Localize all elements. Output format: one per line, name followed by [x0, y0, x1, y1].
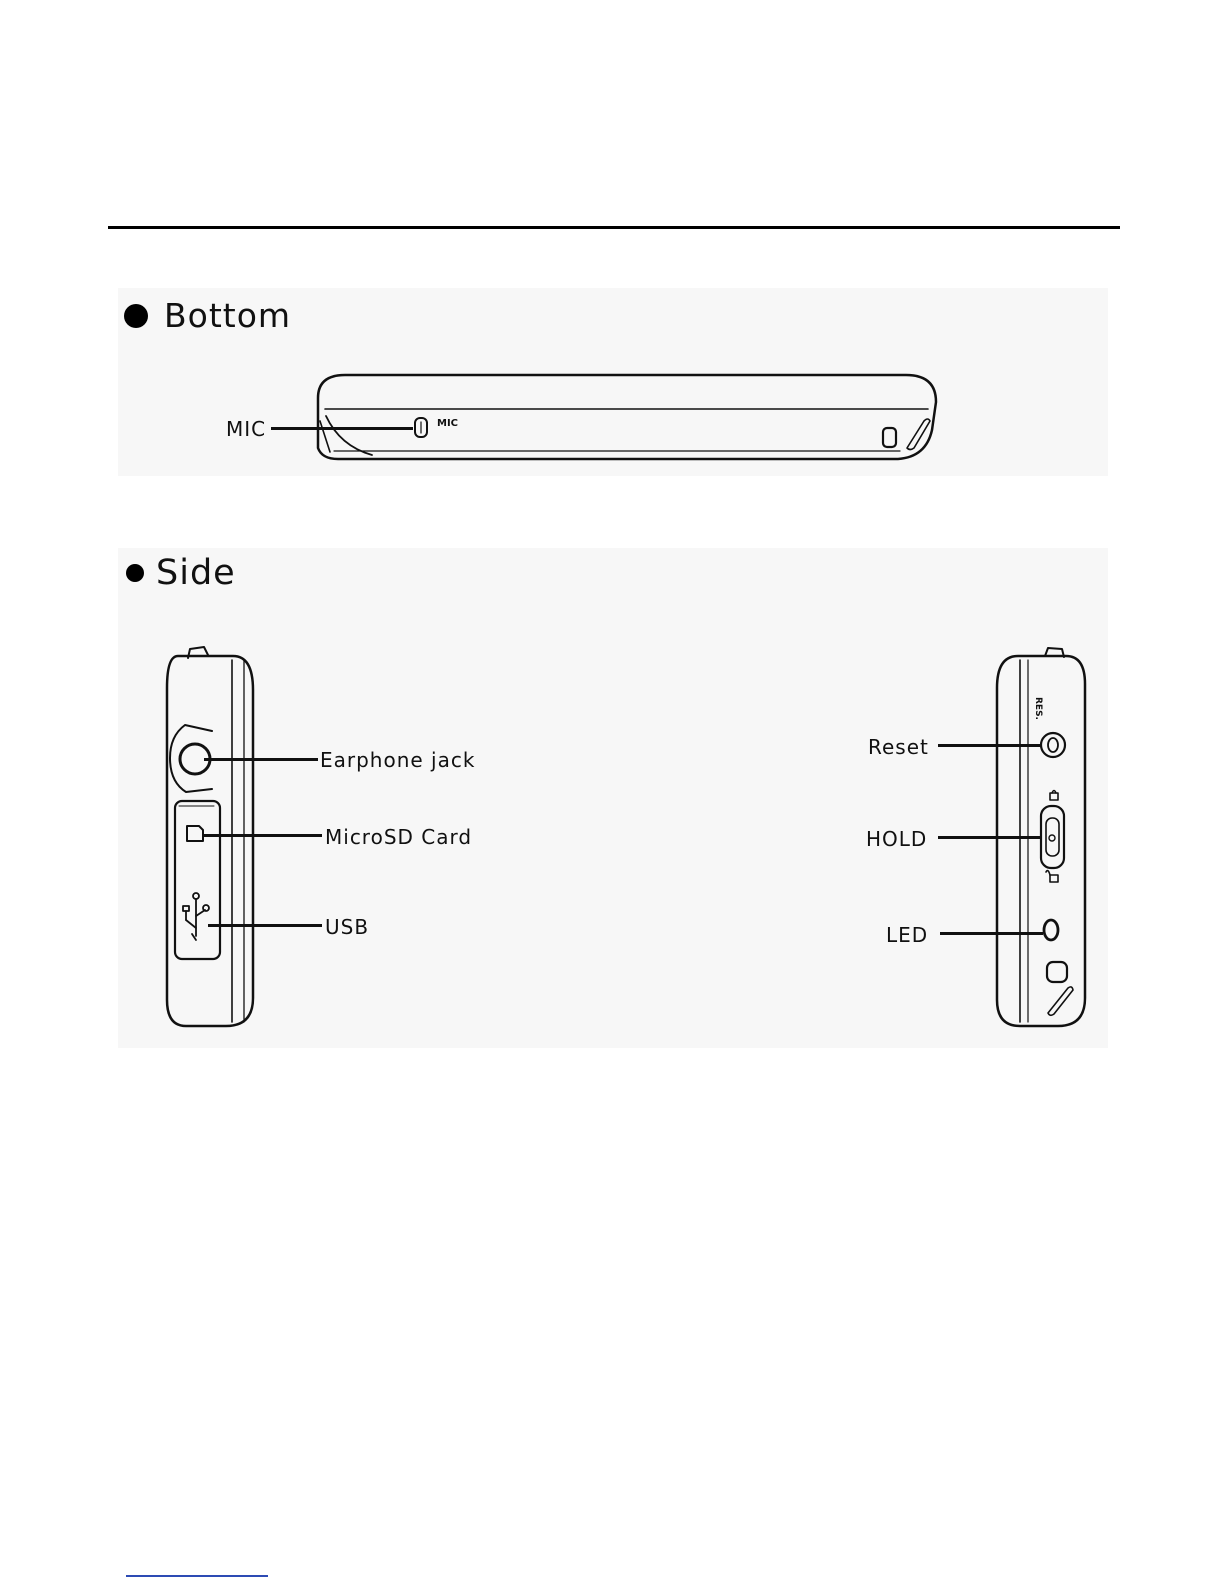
microsd-card-label: MicroSD Card: [325, 825, 472, 849]
lanyard-hole-icon: [883, 428, 896, 447]
microsd-card-leader-line: [204, 834, 322, 837]
earphone-jack-label: Earphone jack: [320, 748, 475, 772]
footer-link-underline: [126, 1575, 268, 1577]
led-indicator: [1044, 920, 1058, 940]
led-label: LED: [886, 923, 928, 947]
device-reset-marking: RES.: [1033, 697, 1043, 720]
hold-label: HOLD: [866, 827, 927, 851]
lock-icon: [1050, 791, 1058, 801]
reset-leader-line: [938, 744, 1041, 747]
usb-icon: [183, 893, 209, 940]
sd-card-icon: [187, 826, 203, 841]
earphone-jack-leader-line: [204, 758, 318, 761]
mic-label: MIC: [226, 417, 266, 441]
mic-leader-line: [271, 427, 413, 430]
usb-label: USB: [325, 915, 369, 939]
reset-label: Reset: [868, 735, 929, 759]
led-leader-line: [940, 932, 1043, 935]
bottom-view-device: [318, 375, 936, 459]
hold-leader-line: [938, 836, 1041, 839]
unlock-icon: [1046, 871, 1058, 882]
device-mic-marking: MIC: [437, 418, 458, 430]
usb-leader-line: [208, 924, 322, 927]
